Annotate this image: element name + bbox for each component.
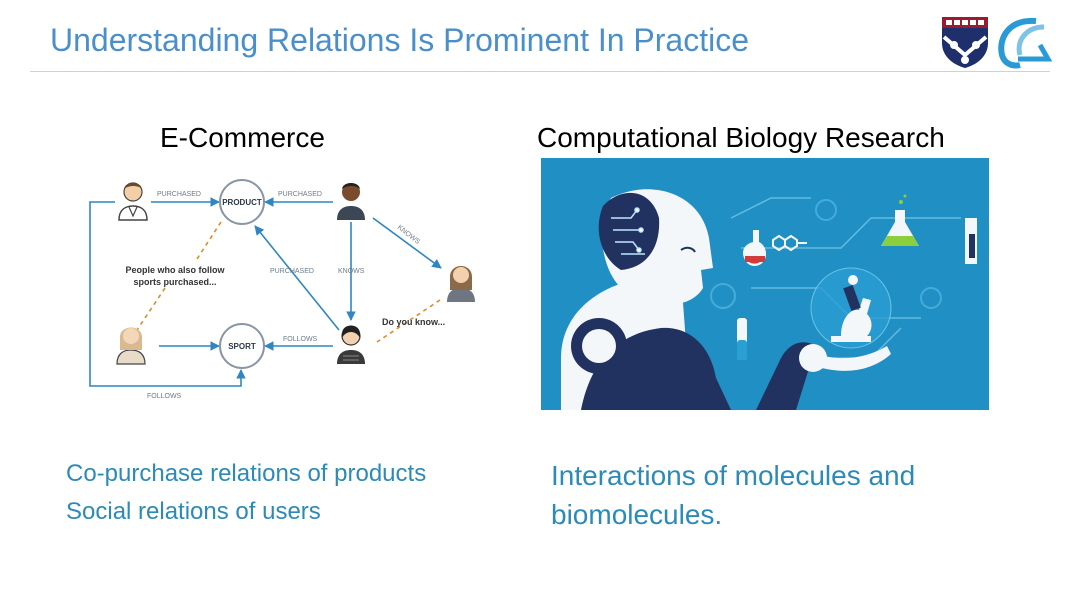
user-avatar-icon <box>337 325 365 364</box>
annotation-also-follow: People who also follow <box>125 265 225 275</box>
edge-label-purchased: PURCHASED <box>157 191 201 198</box>
biology-caption: biomolecules. <box>551 499 723 530</box>
ecommerce-caption: Social relations of users <box>66 498 321 525</box>
molecule-icon <box>772 234 807 252</box>
edge-user4-product <box>254 225 340 331</box>
edge-label-purchased: PURCHASED <box>270 268 314 275</box>
gear-icon <box>710 199 942 309</box>
annotation-do-you-know: Do you know... <box>382 317 445 327</box>
biology-illustration <box>541 158 989 410</box>
ecommerce-graph: PRODUCT SPORT PURCHASED PURCHASED PURCHA… <box>89 179 475 400</box>
test-tube-icon <box>737 218 977 360</box>
edge-label-knows: KNOWS <box>338 268 365 275</box>
biology-caption: Interactions of molecules and <box>551 460 916 491</box>
user-avatar-icon <box>118 182 148 221</box>
edge-label-purchased: PURCHASED <box>278 191 322 198</box>
annotation-also-follow: sports purchased... <box>133 277 216 287</box>
ecommerce-caption: Co-purchase relations of products <box>66 460 427 487</box>
edge-user1-sport-follows <box>89 201 246 387</box>
node-product: PRODUCT <box>219 179 265 225</box>
flask-icon <box>743 230 767 266</box>
edge-user2-user5 <box>372 217 442 269</box>
penn-shield-logo <box>942 17 988 68</box>
edge-label-knows: KNOWS <box>396 224 421 246</box>
dashed-product-note <box>194 221 222 263</box>
robot-icon <box>561 189 891 410</box>
ecommerce-heading: E-Commerce <box>160 122 325 153</box>
user-avatar-icon <box>337 183 365 220</box>
slide-title: Understanding Relations Is Prominent In … <box>50 22 750 58</box>
title-divider <box>30 71 1050 72</box>
user-avatar-icon <box>447 266 475 302</box>
edge-label-follows: FOLLOWS <box>147 393 182 400</box>
brain-circuit-icon <box>611 207 645 255</box>
edge-label-follows: FOLLOWS <box>283 336 318 343</box>
biology-heading: Computational Biology Research <box>537 122 945 153</box>
node-sport-label: SPORT <box>228 342 256 351</box>
node-product-label: PRODUCT <box>222 198 262 207</box>
flask-icon <box>881 194 919 246</box>
dashed-note-user3 <box>136 287 166 331</box>
microscope-icon <box>810 267 892 349</box>
node-sport: SPORT <box>219 323 265 369</box>
swirl-logo <box>998 17 1052 69</box>
logos <box>942 17 1052 69</box>
user-avatar-icon <box>116 327 146 365</box>
